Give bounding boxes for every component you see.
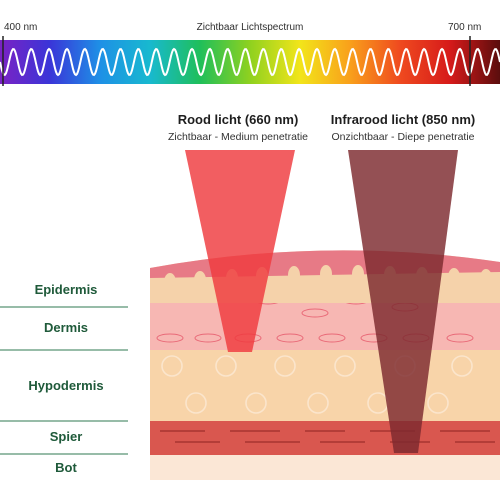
red-light-beam bbox=[185, 150, 295, 352]
muscle-layer bbox=[150, 421, 500, 455]
spectrum-start-label: 400 nm bbox=[4, 22, 37, 33]
red-light-subtitle: Zichtbaar - Medium penetratie bbox=[168, 131, 308, 143]
red-light-title: Rood licht (660 nm) bbox=[178, 112, 299, 127]
bone-layer bbox=[150, 455, 500, 480]
label-spier: Spier bbox=[50, 429, 83, 444]
infrared-light-subtitle: Onzichtbaar - Diepe penetratie bbox=[332, 131, 475, 143]
label-epidermis: Epidermis bbox=[35, 282, 98, 297]
infrared-light-title: Infrarood licht (850 nm) bbox=[331, 112, 475, 127]
spectrum-wave bbox=[0, 47, 500, 77]
skin-layers bbox=[150, 250, 500, 480]
visible-spectrum: 400 nm Zichtbaar Lichtspectrum 700 nm bbox=[0, 22, 500, 86]
label-dermis: Dermis bbox=[44, 320, 88, 335]
label-bot: Bot bbox=[55, 460, 77, 475]
spectrum-title: Zichtbaar Lichtspectrum bbox=[197, 22, 304, 33]
layer-legend: Epidermis Dermis Hypodermis Spier Bot bbox=[0, 282, 128, 475]
spectrum-end-label: 700 nm bbox=[448, 22, 481, 33]
label-hypodermis: Hypodermis bbox=[28, 378, 103, 393]
infrared-light-beam bbox=[348, 150, 458, 453]
